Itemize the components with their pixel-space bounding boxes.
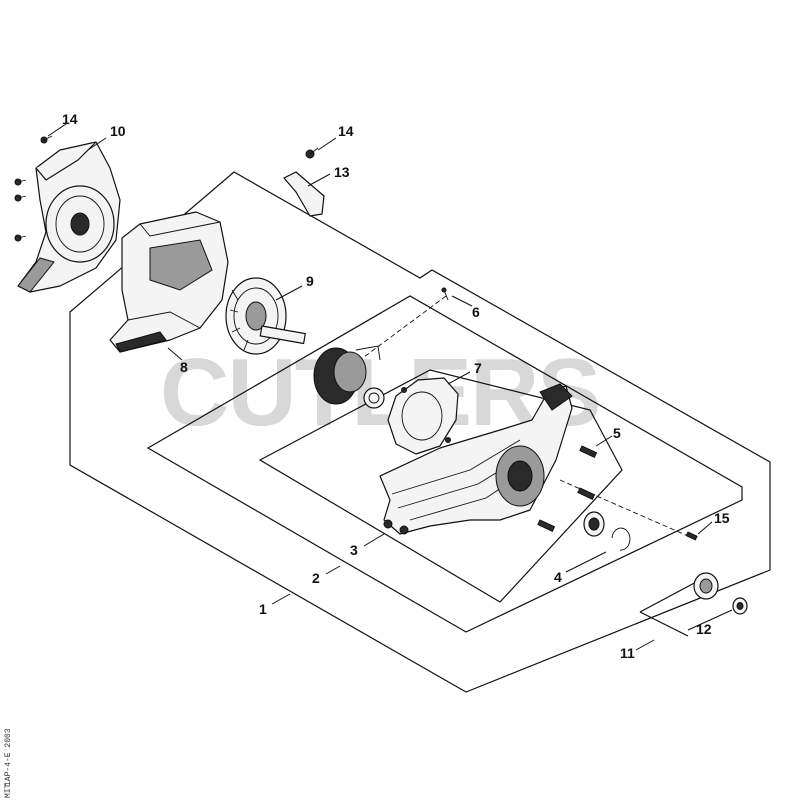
part-fan-cover-10	[17, 141, 121, 293]
leader-13	[307, 173, 331, 187]
leader-14a	[47, 123, 67, 137]
leader-12	[687, 609, 733, 631]
part-pin-6	[441, 287, 449, 301]
leader-5	[595, 435, 613, 447]
callout-5: 5	[613, 425, 621, 441]
part-crankcase-3	[379, 383, 573, 535]
part-plug-11	[693, 572, 719, 600]
frame-kit-11	[639, 579, 701, 613]
part-fan-wheel-9	[225, 277, 306, 355]
callout-14a: 14	[62, 111, 78, 127]
leader-1	[271, 593, 291, 605]
callout-10: 10	[110, 123, 126, 139]
part-bearing-4	[583, 511, 631, 551]
callout-13: 13	[334, 164, 350, 180]
leader-7	[447, 371, 471, 385]
leader-3	[363, 533, 385, 547]
leader-8	[167, 347, 183, 361]
callout-12: 12	[696, 621, 712, 637]
axis-line-15	[559, 479, 689, 537]
leader-10	[87, 137, 107, 151]
frame-assembly-1	[69, 171, 771, 693]
callout-11: 11	[620, 645, 635, 661]
callout-15: 15	[714, 510, 730, 526]
callout-14b: 14	[338, 123, 354, 139]
side-reference-code: 1AP-4-E 2003	[4, 728, 13, 786]
leader-2	[325, 565, 341, 575]
callout-1: 1	[259, 601, 267, 617]
callout-2: 2	[312, 570, 320, 586]
part-fan-housing-8	[109, 211, 229, 353]
axis-line-6	[359, 295, 447, 361]
screw-14b	[305, 147, 319, 159]
callout-7: 7	[474, 360, 482, 376]
leader-4	[565, 551, 607, 573]
side-reference-code-small: MIT	[4, 783, 13, 798]
part-gasket-7	[387, 377, 459, 455]
leader-6	[451, 295, 473, 307]
callout-8: 8	[180, 359, 188, 375]
screws-part-10	[14, 135, 53, 242]
leader-14b	[317, 137, 337, 151]
part-hub	[313, 345, 385, 409]
callout-4: 4	[554, 569, 562, 585]
leader-15	[697, 521, 713, 535]
part-pin-15	[685, 531, 698, 541]
leader-9	[275, 285, 303, 301]
part-nut-12	[732, 597, 748, 615]
callout-3: 3	[350, 542, 358, 558]
leader-11	[635, 639, 655, 651]
callout-9: 9	[306, 273, 314, 289]
frame-kit-11b	[639, 611, 689, 637]
callout-6: 6	[472, 304, 480, 320]
frame-assembly-2	[146, 295, 743, 633]
screws-part-5	[537, 445, 598, 532]
part-plate-13	[283, 171, 325, 217]
